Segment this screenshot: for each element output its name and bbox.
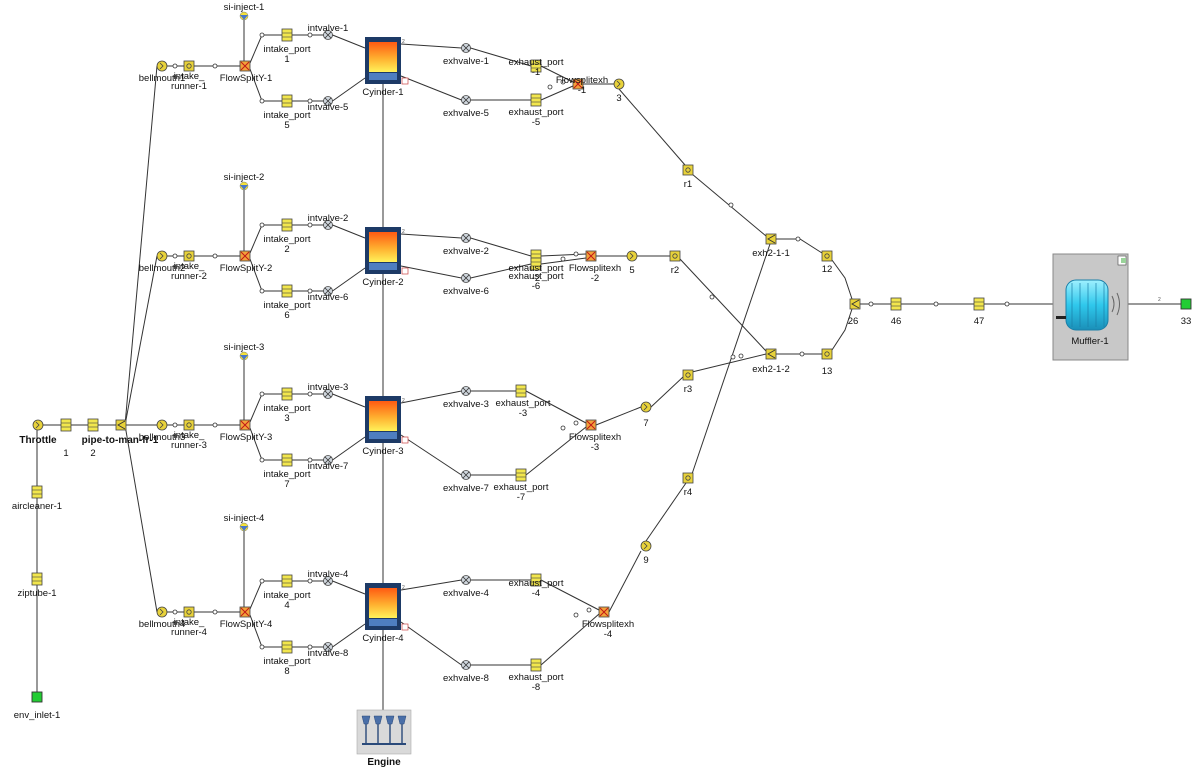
exh-bend-3[interactable] — [640, 401, 652, 413]
exhvalve-a-2[interactable] — [461, 233, 471, 243]
svg-text:2: 2 — [402, 229, 405, 235]
flowsplitexh-3[interactable] — [585, 419, 597, 431]
si-inject-2[interactable] — [239, 181, 249, 191]
connection-lines — [36, 20, 1181, 710]
intake-port-a-2[interactable] — [281, 218, 293, 232]
intvalve-b-4[interactable] — [323, 642, 333, 652]
exhaust-port-b-4[interactable] — [530, 658, 542, 672]
intake-port-b-3[interactable] — [281, 453, 293, 467]
exh-runner-4[interactable] — [682, 472, 694, 484]
pipe-2[interactable] — [87, 418, 99, 432]
flowsplitexh-2[interactable] — [585, 250, 597, 262]
exhvalve-b-3[interactable] — [461, 470, 471, 480]
throttle[interactable] — [32, 419, 44, 431]
plenum[interactable] — [115, 419, 127, 431]
bellmouth-3[interactable] — [156, 419, 168, 431]
exhvalve-a-4[interactable] — [461, 575, 471, 585]
intake-port-a-4[interactable] — [281, 574, 293, 588]
flowsplit-2[interactable] — [239, 250, 251, 262]
collector-26[interactable] — [849, 298, 861, 310]
exh-bend-2[interactable] — [626, 250, 638, 262]
svg-text:2: 2 — [402, 398, 405, 404]
exh-merge-2[interactable] — [765, 348, 777, 360]
svg-text:2: 2 — [402, 39, 405, 45]
intake-port-a-1[interactable] — [281, 28, 293, 42]
flowsplit-3[interactable] — [239, 419, 251, 431]
exhvalve-b-2[interactable] — [461, 273, 471, 283]
flowsplitexh-1[interactable] — [572, 78, 584, 90]
si-inject-1[interactable] — [239, 11, 249, 21]
exhvalve-a-3[interactable] — [461, 386, 471, 396]
exh-runner-1[interactable] — [682, 164, 694, 176]
exhvalve-b-1[interactable] — [461, 95, 471, 105]
merge-pipe-13[interactable] — [821, 348, 833, 360]
exh-bend-1[interactable] — [613, 78, 625, 90]
intake-port-b-1[interactable] — [281, 94, 293, 108]
exh-merge-1[interactable] — [765, 233, 777, 245]
exh-runner-2[interactable] — [669, 250, 681, 262]
flowsplit-1[interactable] — [239, 60, 251, 72]
exh-bend-4[interactable] — [640, 540, 652, 552]
exhaust-port-a-3[interactable] — [515, 384, 527, 398]
intake-port-b-2[interactable] — [281, 284, 293, 298]
intvalve-a-4[interactable] — [323, 576, 333, 586]
engine[interactable] — [356, 709, 412, 755]
intake-runner-1[interactable] — [183, 60, 195, 72]
exh-runner-3[interactable] — [682, 369, 694, 381]
intvalve-a-1[interactable] — [323, 30, 333, 40]
intvalve-a-3[interactable] — [323, 389, 333, 399]
muffler[interactable] — [1052, 253, 1129, 361]
exhaust-port-a-1[interactable] — [530, 59, 542, 73]
exhaust-port-b-3[interactable] — [515, 468, 527, 482]
svg-text:2: 2 — [402, 585, 405, 591]
si-inject-4[interactable] — [239, 522, 249, 532]
components: 2 2 2 2 2 — [31, 11, 1192, 755]
ziptube[interactable] — [31, 572, 43, 586]
exhvalve-b-4[interactable] — [461, 660, 471, 670]
cylinder-3[interactable]: 2 — [365, 396, 409, 444]
aircleaner[interactable] — [31, 485, 43, 499]
flowsplit-4[interactable] — [239, 606, 251, 618]
env-outlet[interactable] — [1180, 298, 1192, 310]
intvalve-b-3[interactable] — [323, 455, 333, 465]
exhaust-port-b-2[interactable] — [530, 257, 542, 271]
pipe-47[interactable] — [973, 297, 985, 311]
cylinder-4[interactable]: 2 — [365, 583, 409, 631]
intake-port-a-3[interactable] — [281, 387, 293, 401]
bellmouth-1[interactable] — [156, 60, 168, 72]
svg-text:2: 2 — [1158, 297, 1161, 303]
flowsplitexh-4[interactable] — [598, 606, 610, 618]
intake-runner-4[interactable] — [183, 606, 195, 618]
bellmouth-2[interactable] — [156, 250, 168, 262]
intvalve-b-2[interactable] — [323, 286, 333, 296]
exhvalve-a-1[interactable] — [461, 43, 471, 53]
pipe-46[interactable] — [890, 297, 902, 311]
pipe-1[interactable] — [60, 418, 72, 432]
intvalve-a-2[interactable] — [323, 220, 333, 230]
bellmouth-4[interactable] — [156, 606, 168, 618]
si-inject-3[interactable] — [239, 351, 249, 361]
intvalve-b-1[interactable] — [323, 96, 333, 106]
exhaust-port-b-1[interactable] — [530, 93, 542, 107]
intake-runner-2[interactable] — [183, 250, 195, 262]
env-inlet[interactable] — [31, 691, 43, 703]
cylinder-2[interactable]: 2 — [365, 227, 409, 275]
merge-pipe-12[interactable] — [821, 250, 833, 262]
exhaust-port-a-4[interactable] — [530, 573, 542, 587]
intake-runner-3[interactable] — [183, 419, 195, 431]
intake-port-b-4[interactable] — [281, 640, 293, 654]
cylinder-1[interactable]: 2 — [365, 37, 409, 85]
